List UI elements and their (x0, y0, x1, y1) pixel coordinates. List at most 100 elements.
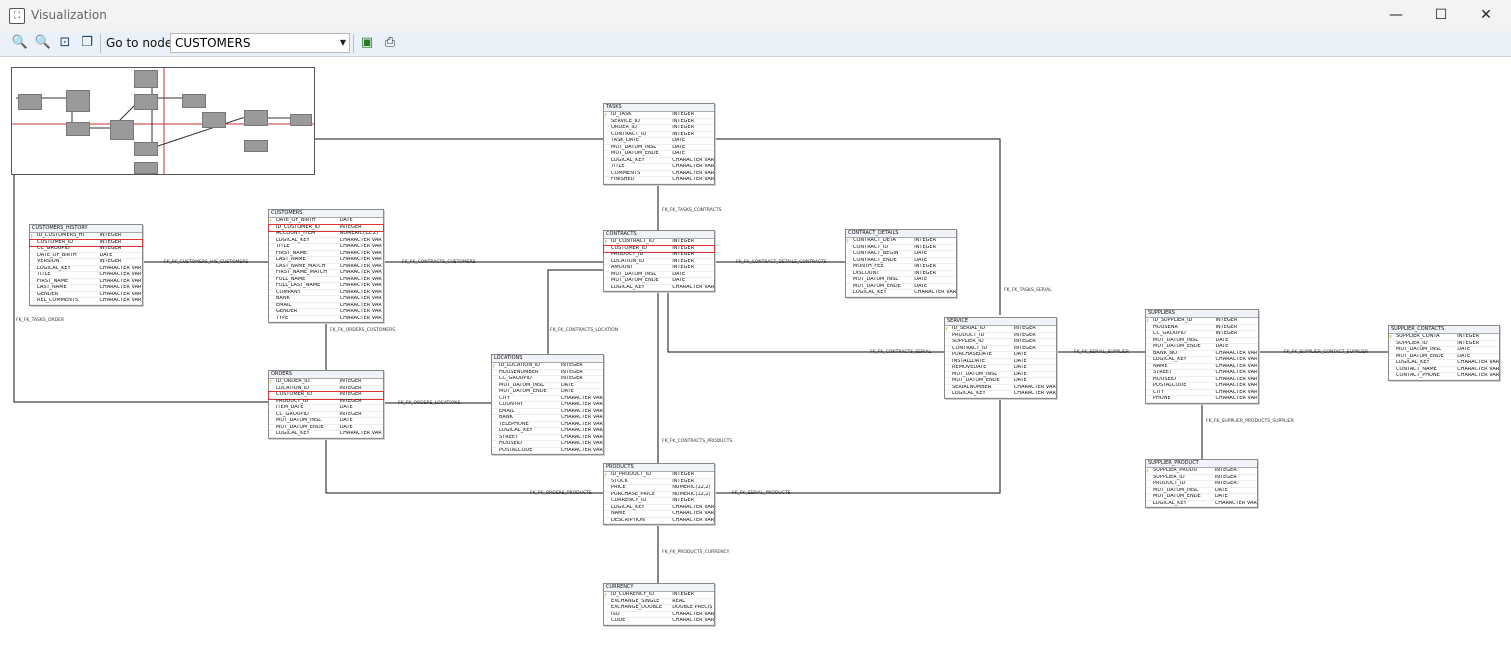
zoom-in-icon[interactable]: 🔍 (11, 35, 29, 50)
zoom-out-icon[interactable]: 🔍 (34, 35, 52, 50)
print-icon[interactable]: ⎙ (384, 35, 396, 50)
export-image-icon[interactable]: ▣ (360, 35, 374, 50)
overview-minimap[interactable] (11, 67, 315, 175)
close-button[interactable]: ✕ (1480, 7, 1492, 23)
fit-to-window-icon[interactable]: ⊡ (59, 35, 71, 50)
